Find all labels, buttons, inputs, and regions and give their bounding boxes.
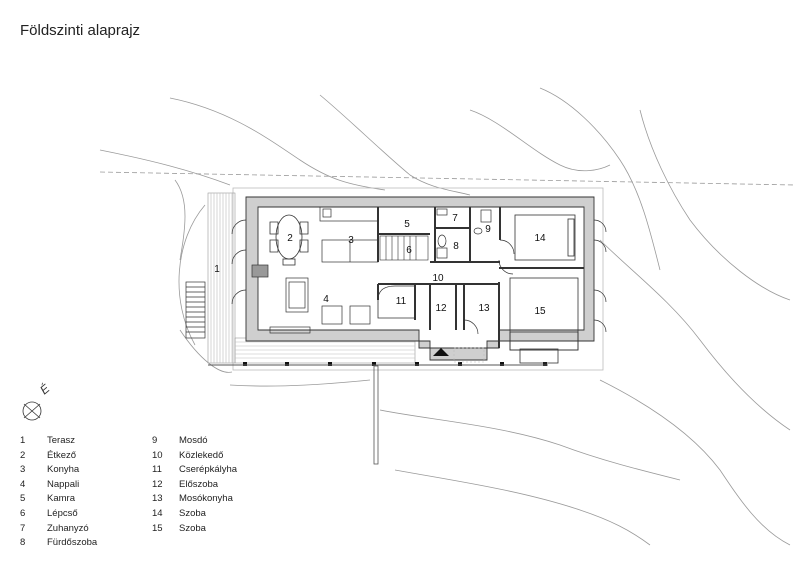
page-title: Földszinti alaprajz: [20, 22, 141, 39]
support-post: [373, 365, 379, 465]
tiled-stove: [377, 285, 416, 319]
room-label: 2: [287, 233, 293, 244]
entrance-arrow: [433, 348, 449, 356]
room-label: 3: [348, 235, 354, 246]
room-label: 13: [478, 303, 490, 314]
stove: [251, 264, 269, 278]
interior-stairs: [379, 235, 429, 261]
terrace-deck-south: [234, 337, 416, 364]
living-furniture: [269, 277, 371, 334]
bathroom-fixtures: [436, 208, 492, 259]
property-line: [99, 171, 796, 186]
room-label: 10: [432, 273, 444, 284]
terrace-columns: [243, 362, 547, 366]
kitchen-counter: [319, 206, 379, 263]
room-label: 14: [534, 233, 546, 244]
room-label: 12: [435, 303, 447, 314]
terrace-deck: [207, 192, 236, 364]
plinth-outline: [232, 187, 604, 371]
north-arrow-icon: É: [22, 380, 54, 421]
bed-room-14: [514, 214, 576, 261]
doors: [231, 219, 607, 335]
room-label: 11: [396, 296, 407, 307]
dining-table: [269, 214, 309, 266]
room-label: 15: [534, 306, 546, 317]
bed-room-15: [509, 277, 579, 364]
room-label: 6: [406, 245, 412, 256]
room-label: 9: [485, 224, 491, 235]
room-label: 8: [453, 241, 459, 252]
entrance-mat: [453, 347, 485, 363]
room-label: 4: [323, 294, 329, 305]
room-label: 5: [404, 219, 410, 230]
exterior-stairs: [185, 281, 206, 339]
terrain-contours: [99, 87, 791, 546]
north-label: É: [37, 380, 54, 397]
room-labels: 1 2 3 4 5 6 7 8 9 10 11 12 13 14 15: [214, 213, 546, 317]
room-label: 1: [214, 264, 220, 275]
room-label: 7: [452, 213, 458, 224]
